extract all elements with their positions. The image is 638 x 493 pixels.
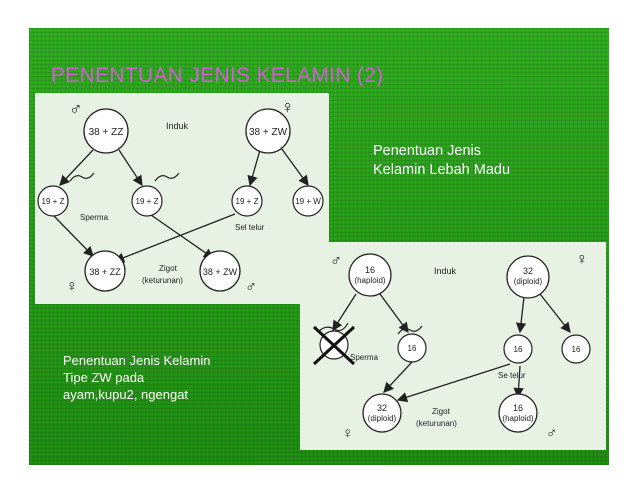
egg-label: Se telur <box>498 371 526 380</box>
male-symbol: ♂ <box>245 279 257 296</box>
sperm-tail-icon <box>69 172 95 182</box>
offspring-label: (keturunan) <box>416 419 457 428</box>
zw-arrows <box>52 144 309 263</box>
male-symbol: ♂ <box>69 99 83 119</box>
female-symbol: ♀ <box>342 425 353 442</box>
father-cell <box>83 108 129 154</box>
sperm-cell <box>131 185 163 217</box>
bee-diagram: ♂ ♀ Induk 16 (haploid) 32 (diploid) 16 1… <box>312 251 591 442</box>
zw-caption: Penentuan Jenis Kelamin Tipe ZW pada aya… <box>63 352 210 403</box>
slide-title: PENENTUAN JENIS KELAMIN (2) <box>51 64 384 87</box>
egg-1-number: 16 <box>514 345 523 354</box>
zw-diagram: ♂ ♀ Induk 38 + ZZ 38 + ZW 19 + Z 19 + Z … <box>37 97 324 296</box>
egg-cell <box>561 334 591 364</box>
offspring-cell <box>362 393 402 433</box>
child-2-label: 38 + ZW <box>203 267 238 277</box>
sperm-cell <box>397 333 427 363</box>
father-ploidy: (haploid) <box>354 276 385 285</box>
bee-caption-line-2: Kelamin Lebah Madu <box>373 162 511 178</box>
zw-caption-line-2: Tipe ZW pada <box>63 370 145 385</box>
father-number: 16 <box>365 265 375 275</box>
sperm-tail-icon <box>317 322 349 333</box>
cross-icon <box>312 325 356 366</box>
egg-1-label: 19 + Z <box>236 197 259 206</box>
child-2-ploidy: (haploid) <box>502 414 533 423</box>
mother-number: 32 <box>523 266 533 276</box>
offspring-cell <box>199 250 241 292</box>
sperm-tail-icon <box>154 172 180 182</box>
egg-cell <box>231 185 263 217</box>
mother-label: 38 + ZW <box>249 127 288 138</box>
bee-arrows <box>332 293 571 403</box>
father-cell <box>348 253 392 297</box>
mother-cell <box>245 108 291 154</box>
zw-caption-line-1: Penentuan Jenis Kelamin <box>63 353 211 368</box>
parent-label: Induk <box>166 121 189 131</box>
bee-caption: Penentuan Jenis Kelamin Lebah Madu <box>373 142 510 180</box>
slide: PENENTUAN JENIS KELAMIN (2) <box>29 28 609 465</box>
male-symbol: ♂ <box>330 253 342 270</box>
sperm-tail-icon <box>397 325 423 335</box>
child-1-number: 32 <box>377 403 387 413</box>
sperm-1-label: 19 + Z <box>42 197 65 206</box>
female-symbol: ♀ <box>66 278 78 295</box>
egg-cell <box>292 185 324 217</box>
egg-label: Sel telur <box>235 223 265 232</box>
sperm-2-label: 19 + Z <box>136 197 159 206</box>
sperm-label-number: 16 <box>408 344 417 353</box>
sperm-label: Sperma <box>350 353 379 362</box>
offspring-cell <box>84 250 126 292</box>
male-symbol: ♂ <box>546 425 557 442</box>
offspring-label: (keturunan) <box>142 276 183 285</box>
child-2-number: 16 <box>513 403 523 413</box>
parent-label: Induk <box>434 266 457 276</box>
zw-caption-line-3: ayam,kupu2, ngengat <box>63 387 189 402</box>
mother-ploidy: (diploid) <box>514 277 543 286</box>
bee-diagram-panel: ♂ ♀ Induk 16 (haploid) 32 (diploid) 16 1… <box>300 242 606 450</box>
female-symbol: ♀ <box>281 97 295 117</box>
egg-cell <box>503 334 533 364</box>
offspring-cell <box>498 393 538 433</box>
bee-caption-line-1: Penentuan Jenis <box>373 143 482 159</box>
father-label: 38 + ZZ <box>89 127 124 138</box>
zygote-label: Zigot <box>159 264 178 273</box>
egg-2-label: 19 + W <box>295 197 321 206</box>
female-symbol: ♀ <box>576 251 588 268</box>
sperm-cell <box>37 185 69 217</box>
egg-2-number: 16 <box>572 345 581 354</box>
child-1-ploidy: (diploid) <box>368 414 397 423</box>
zygote-label: Zigot <box>432 407 451 416</box>
mother-cell <box>506 255 550 299</box>
child-1-label: 38 + ZZ <box>89 267 121 277</box>
sperm-label: Sperma <box>80 213 109 222</box>
zw-diagram-panel: ♂ ♀ Induk 38 + ZZ 38 + ZW 19 + Z 19 + Z … <box>35 93 329 304</box>
